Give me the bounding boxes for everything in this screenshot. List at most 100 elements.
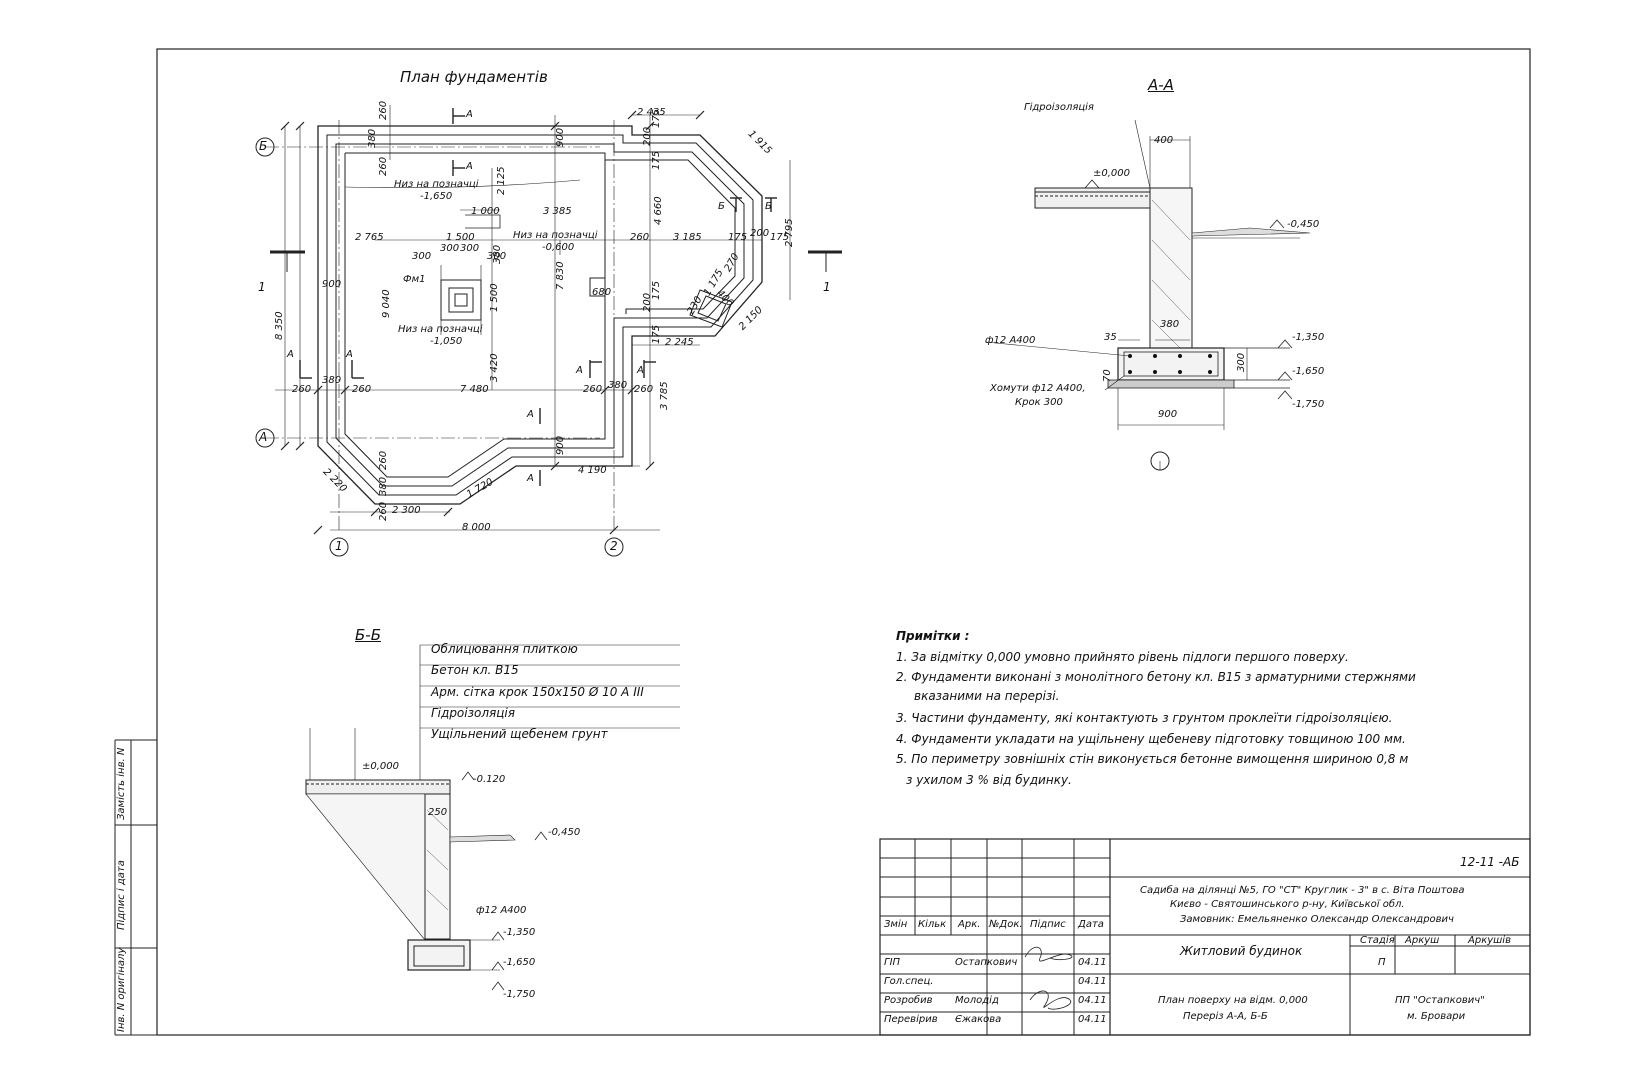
- side-stamp-label: Замість інв. N: [116, 747, 127, 820]
- dim-label: 260: [634, 384, 654, 395]
- level-label: -0.120: [473, 774, 506, 785]
- section-mark-b: Б: [718, 201, 725, 212]
- label-waterproofing: Гідроізоляція: [1024, 102, 1094, 113]
- level-label: -0,450: [1287, 219, 1320, 230]
- note-line: з ухилом 3 % від будинку.: [906, 773, 1072, 787]
- axis-2-label: 2: [610, 539, 618, 553]
- wall-width-label: 400: [1154, 135, 1174, 146]
- dim-label: 900: [1158, 409, 1178, 420]
- note-label: Низ на позначці: [398, 324, 483, 335]
- tb-header: Арк.: [958, 919, 981, 930]
- note-line: 4. Фундаменти укладати на ущільнену щебе…: [896, 732, 1406, 746]
- level-label: -1,750: [503, 989, 536, 1000]
- org-name: ПП "Остапкович": [1395, 995, 1485, 1006]
- object-name: Житловий будинок: [1180, 944, 1303, 958]
- side-stamp-label: Підпис і дата: [116, 860, 127, 930]
- level-label: ±0,000: [1093, 168, 1131, 179]
- dim-label: 300: [412, 251, 432, 262]
- level-label: -1,750: [1292, 399, 1325, 410]
- dim-label: 300: [487, 251, 507, 262]
- dim-label: 300: [460, 243, 480, 254]
- dim-label: 175: [728, 232, 748, 243]
- dim-label: 9 040: [381, 289, 392, 318]
- note-value: -0,600: [542, 242, 575, 253]
- section-mark-a: А: [466, 109, 473, 120]
- level-label: -1,650: [1292, 366, 1325, 377]
- dim-label: 300: [440, 243, 460, 254]
- dim-label: 175: [770, 232, 790, 243]
- sheet-frame: [156, 48, 1531, 1036]
- note-line: 2. Фундаменти виконані з монолітного бет…: [896, 670, 1416, 684]
- tb-name: Єжакова: [955, 1014, 1002, 1025]
- project-line: Замовник: Емельяненко Олександр Олександ…: [1180, 914, 1454, 925]
- dim-label: 380: [367, 128, 378, 148]
- tb-header: Дата: [1078, 919, 1104, 930]
- dim-label: 4 660: [653, 196, 664, 225]
- level-label: -1,350: [1292, 332, 1325, 343]
- dim-label: 35: [1104, 332, 1117, 343]
- section-mark-1-right: 1: [823, 280, 831, 294]
- section-mark-1-left: 1: [258, 280, 266, 294]
- rebar-label: ф12 А400: [985, 335, 1036, 346]
- dim-label: 680: [592, 287, 612, 298]
- note-label: Низ на позначці: [513, 230, 598, 241]
- dim-label: 2 300: [392, 505, 421, 516]
- note-line: вказаними на перерізі.: [914, 689, 1060, 703]
- dim-label: 200: [750, 228, 770, 239]
- sheet-title: План поверху на відм. 0,000: [1158, 995, 1308, 1006]
- foundation-plan: [255, 105, 842, 557]
- dim-label: 900: [555, 127, 566, 147]
- notes-title: Примітки :: [896, 629, 970, 643]
- stirrups-label: Крок 300: [1015, 397, 1063, 408]
- dim-label: 3 185: [673, 232, 702, 243]
- section-bb-title: Б-Б: [355, 626, 381, 644]
- tb-date: 04.11: [1078, 957, 1107, 968]
- stage-value: П: [1378, 957, 1386, 968]
- layer-label: Ущільнений щебенем грунт: [431, 727, 608, 741]
- layer-label: Бетон кл. В15: [431, 663, 519, 677]
- section-mark-a: А: [527, 473, 534, 484]
- dim-label: 250: [428, 807, 448, 818]
- dim-label: 260: [352, 384, 372, 395]
- dim-label: 3 385: [543, 206, 572, 217]
- side-stamp: [114, 739, 157, 1036]
- tb-header: Підпис: [1030, 919, 1066, 930]
- section-mark-a: А: [527, 409, 534, 420]
- stage-header: Стадія: [1360, 935, 1395, 946]
- dim-label: 7 830: [555, 261, 566, 290]
- tb-name: Остапкович: [955, 957, 1018, 968]
- dim-label: 260: [378, 450, 389, 470]
- tb-date: 04.11: [1078, 995, 1107, 1006]
- tb-name: Молодід: [955, 995, 999, 1006]
- section-mark-a: А: [466, 161, 473, 172]
- dim-label: 260: [583, 384, 603, 395]
- dim-label: 1 500: [489, 283, 500, 312]
- dim-label: 8 350: [274, 311, 285, 340]
- level-label: ±0,000: [362, 761, 400, 772]
- note-line: 1. За відмітку 0,000 умовно прийнято рів…: [896, 650, 1349, 664]
- dim-label: 200: [642, 126, 653, 146]
- dim-label: 1 500: [446, 232, 475, 243]
- dim-label: 3 420: [489, 353, 500, 382]
- tb-date: 04.11: [1078, 976, 1107, 987]
- section-mark-a: А: [576, 365, 583, 376]
- dim-label: 260: [378, 501, 389, 521]
- dim-label: 380: [322, 375, 342, 386]
- layer-label: Гідроізоляція: [431, 706, 515, 720]
- section-aa-title: А-А: [1148, 76, 1174, 94]
- stirrups-label: Хомути ф12 А400,: [990, 383, 1086, 394]
- section-mark-a: А: [637, 365, 644, 376]
- section-mark-a: А: [287, 349, 294, 360]
- dim-label: 260: [630, 232, 650, 243]
- dim-label: 2 435: [637, 107, 666, 118]
- layer-label: Облицювання плиткою: [431, 642, 578, 656]
- level-label: -1,350: [503, 927, 536, 938]
- dim-label: 300: [1236, 352, 1247, 372]
- sheet-title: Переріз А-А, Б-Б: [1183, 1011, 1268, 1022]
- plan-title: План фундаментів: [400, 68, 548, 86]
- tb-header: Кільк: [918, 919, 947, 930]
- tb-role: Гол.спец.: [884, 976, 934, 987]
- level-label: -1,650: [503, 957, 536, 968]
